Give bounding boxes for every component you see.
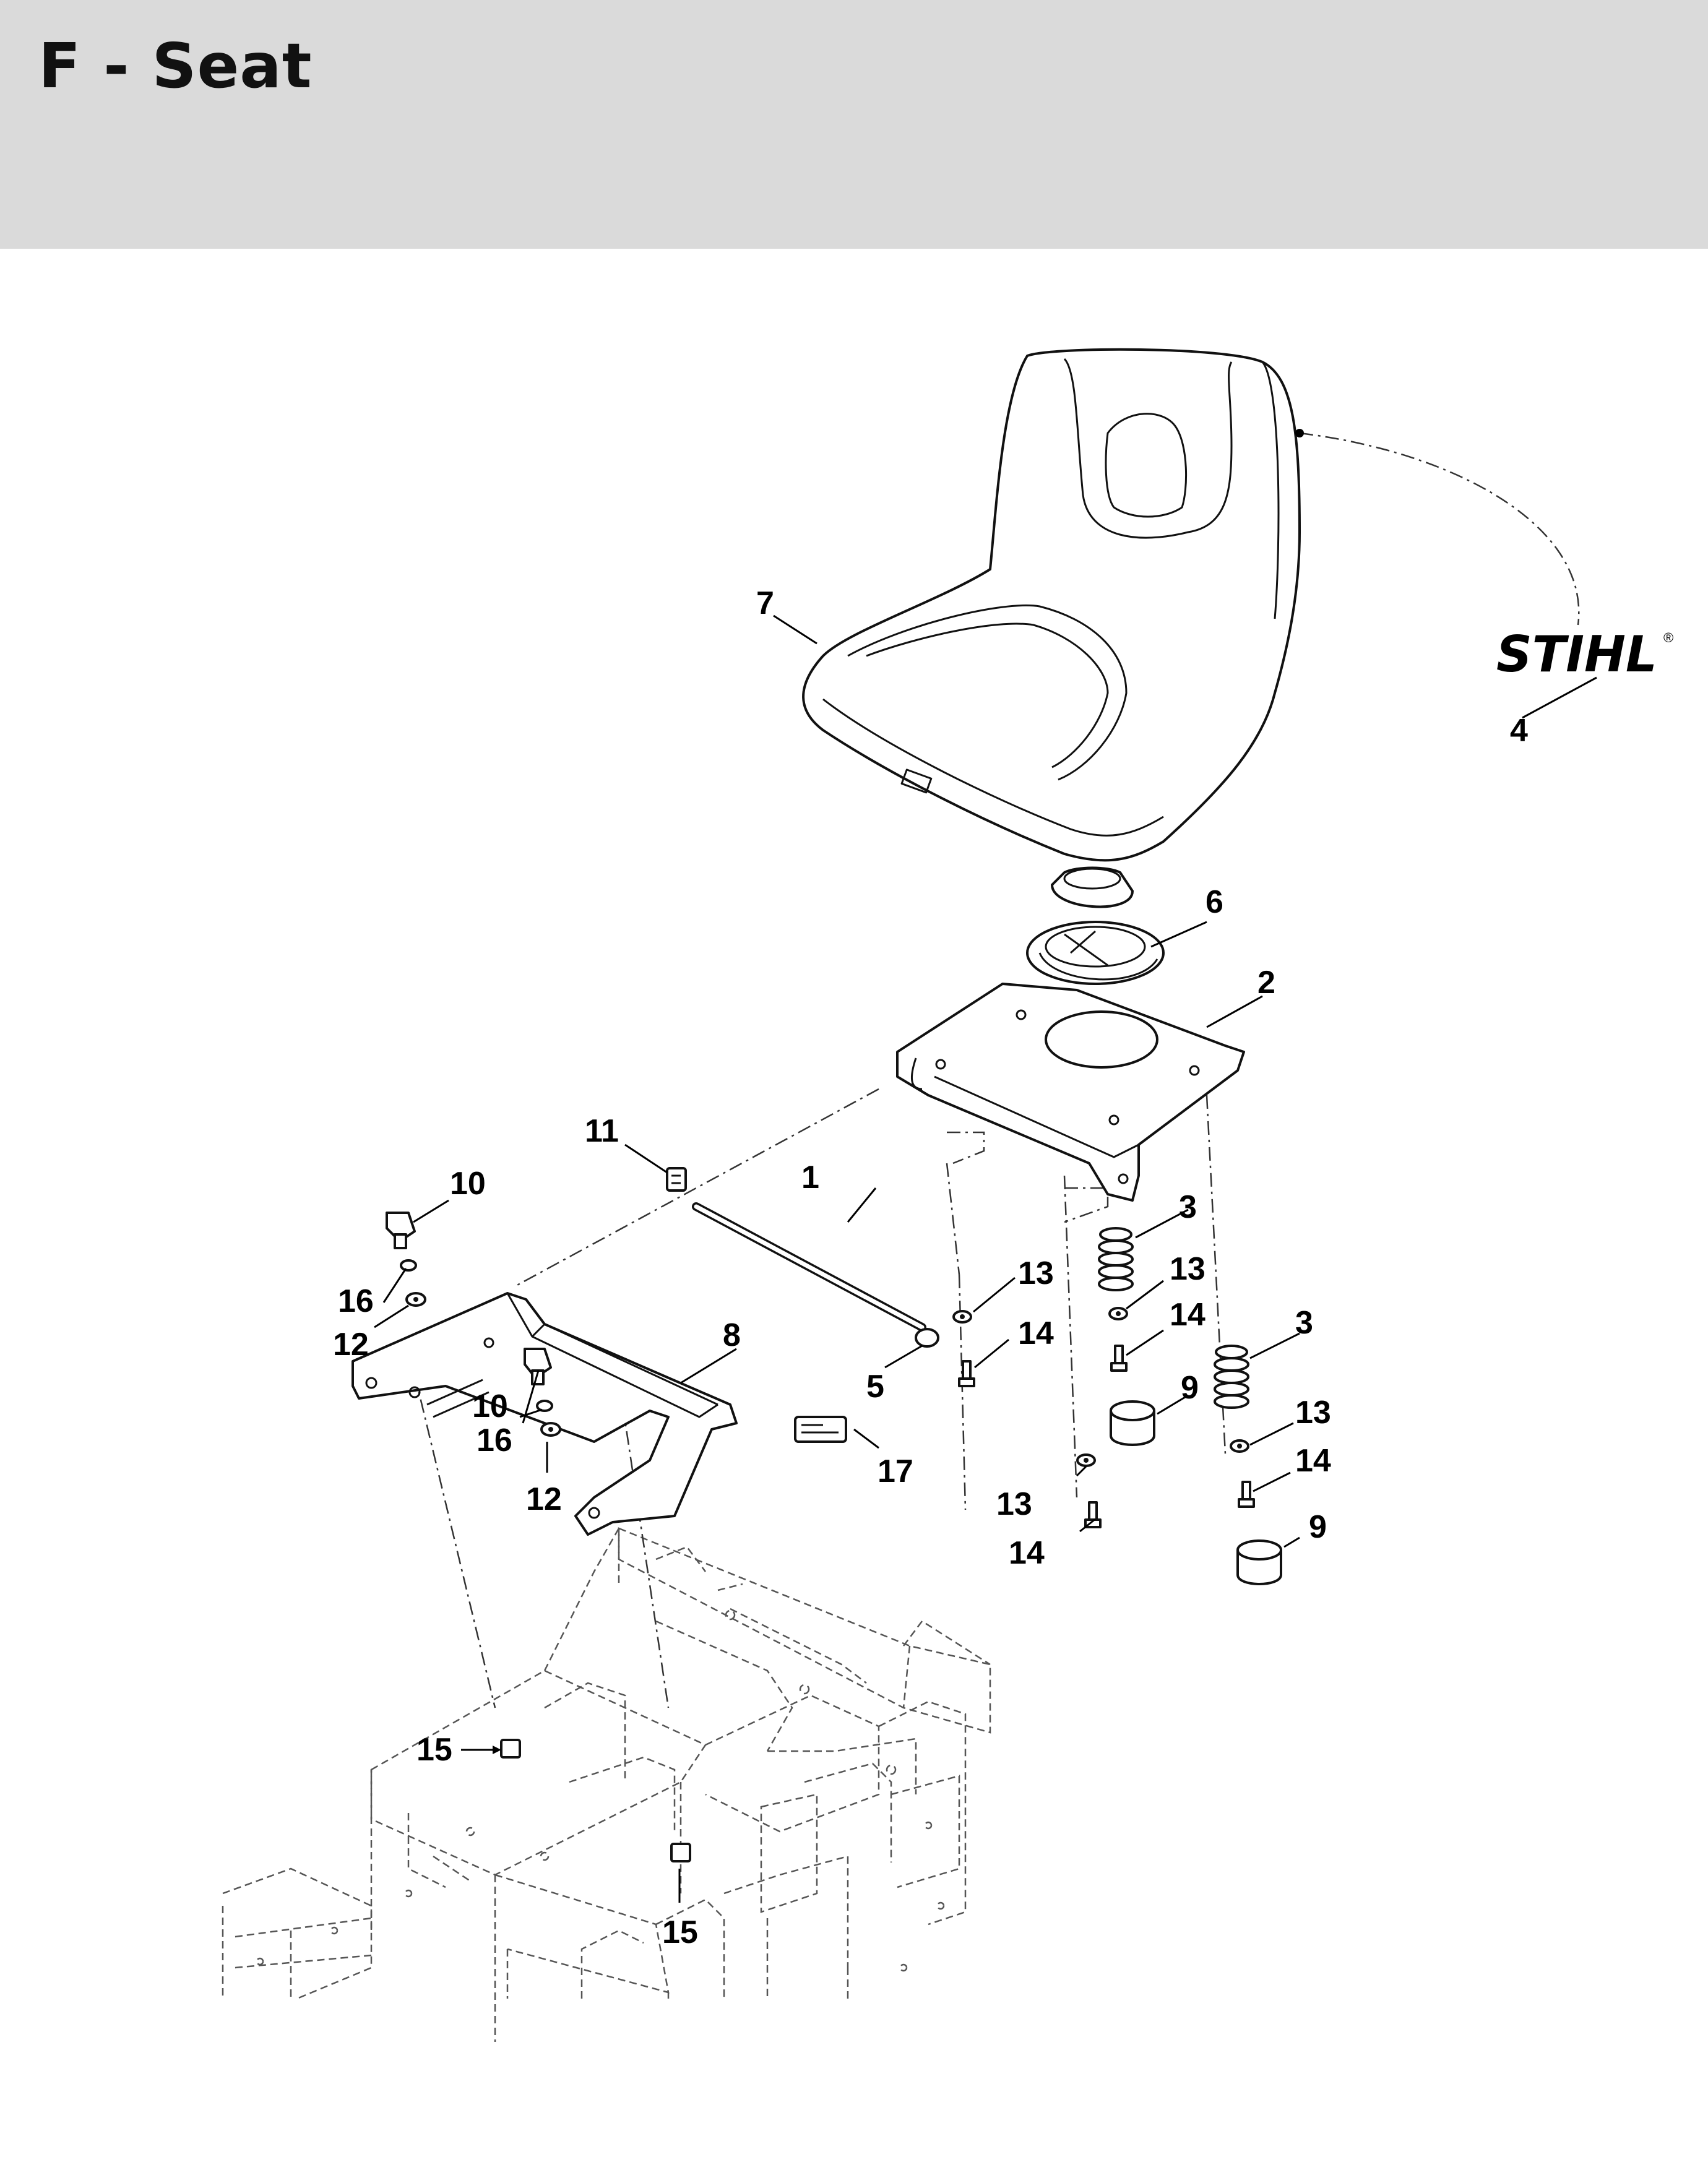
callout-14-c: 14 xyxy=(1009,1535,1045,1571)
callout-13-b: 13 xyxy=(1170,1251,1206,1287)
washer-part-13-a[interactable] xyxy=(952,1310,972,1324)
callout-11: 11 xyxy=(585,1113,619,1149)
clip-part-15-upper[interactable] xyxy=(500,1739,521,1759)
decal-part-17[interactable] xyxy=(794,1416,847,1443)
washer-part-13-d[interactable] xyxy=(1230,1439,1249,1453)
callout-5: 5 xyxy=(866,1369,884,1405)
bolt-part-14-c[interactable] xyxy=(1084,1501,1102,1528)
callout-13-c: 13 xyxy=(996,1486,1032,1522)
seat-part-7[interactable] xyxy=(802,348,1304,862)
knob-part-10-upper[interactable] xyxy=(386,1212,416,1249)
callout-15-lower: 15 xyxy=(662,1914,698,1950)
callout-labels: 1 2 3 3 4 5 6 7 8 9 9 10 10 11 12 12 13 … xyxy=(333,585,1528,1950)
seat-plate-part-2[interactable] xyxy=(896,983,1245,1202)
bolt-part-14-a[interactable] xyxy=(958,1360,975,1387)
callout-3-right: 3 xyxy=(1295,1305,1313,1341)
callout-10-lower: 10 xyxy=(472,1389,508,1424)
washer-part-13-c[interactable] xyxy=(1076,1453,1096,1467)
seat-bracket-part-8[interactable] xyxy=(352,1292,738,1536)
bumper-part-9-a[interactable] xyxy=(1110,1400,1155,1446)
spring-part-3-right[interactable] xyxy=(1214,1345,1249,1409)
stihl-decal-logo: STIHL ® xyxy=(1496,626,1673,683)
bolt-part-14-d[interactable] xyxy=(1238,1481,1255,1508)
callout-14-b: 14 xyxy=(1170,1297,1206,1333)
callout-7: 7 xyxy=(756,585,774,621)
callout-8: 8 xyxy=(723,1317,741,1353)
callout-4: 4 xyxy=(1510,713,1528,749)
callout-16-upper: 16 xyxy=(338,1283,374,1319)
washer-part-13-b[interactable] xyxy=(1108,1307,1128,1320)
callout-6: 6 xyxy=(1206,884,1223,920)
callout-2: 2 xyxy=(1257,965,1275,1001)
callout-14-a: 14 xyxy=(1018,1315,1054,1351)
adjustment-knob-part-6[interactable] xyxy=(1026,866,1165,985)
spring-part-3-left[interactable] xyxy=(1098,1227,1134,1291)
bolt-part-14-b[interactable] xyxy=(1110,1345,1128,1372)
clip-part-15-lower[interactable] xyxy=(670,1843,691,1862)
callout-10-upper: 10 xyxy=(450,1166,486,1202)
header-bar: F - Seat xyxy=(0,0,1708,249)
pivot-rod-part-1[interactable] xyxy=(692,1202,926,1332)
leader-lines xyxy=(374,614,1597,1903)
callout-16-lower: 16 xyxy=(477,1423,512,1458)
bumper-part-9-b[interactable] xyxy=(1236,1539,1282,1585)
stihl-logo-text: STIHL xyxy=(1496,626,1657,683)
callout-13-d: 13 xyxy=(1295,1395,1331,1431)
rod-cap-part-5[interactable] xyxy=(915,1328,939,1348)
washer-part-16-lower[interactable] xyxy=(536,1400,553,1412)
callout-9-a: 9 xyxy=(1181,1370,1199,1406)
callout-9-b: 9 xyxy=(1309,1509,1327,1545)
callout-12-lower: 12 xyxy=(526,1481,562,1517)
callout-3-left: 3 xyxy=(1179,1189,1197,1225)
tractor-frame xyxy=(222,1527,991,2042)
callout-17: 17 xyxy=(878,1453,913,1489)
callout-1: 1 xyxy=(801,1160,819,1195)
registered-mark: ® xyxy=(1663,630,1673,645)
clip-part-11[interactable] xyxy=(666,1167,687,1192)
washer-part-16-upper[interactable] xyxy=(400,1259,417,1272)
washer-part-12-upper[interactable] xyxy=(405,1292,426,1307)
callout-13-a: 13 xyxy=(1018,1255,1054,1291)
callout-14-d: 14 xyxy=(1295,1443,1331,1479)
page-title: F - Seat xyxy=(38,30,313,102)
callout-15-upper: 15 xyxy=(416,1732,452,1768)
callout-12-upper: 12 xyxy=(333,1327,369,1363)
washer-part-12-lower[interactable] xyxy=(540,1422,561,1437)
